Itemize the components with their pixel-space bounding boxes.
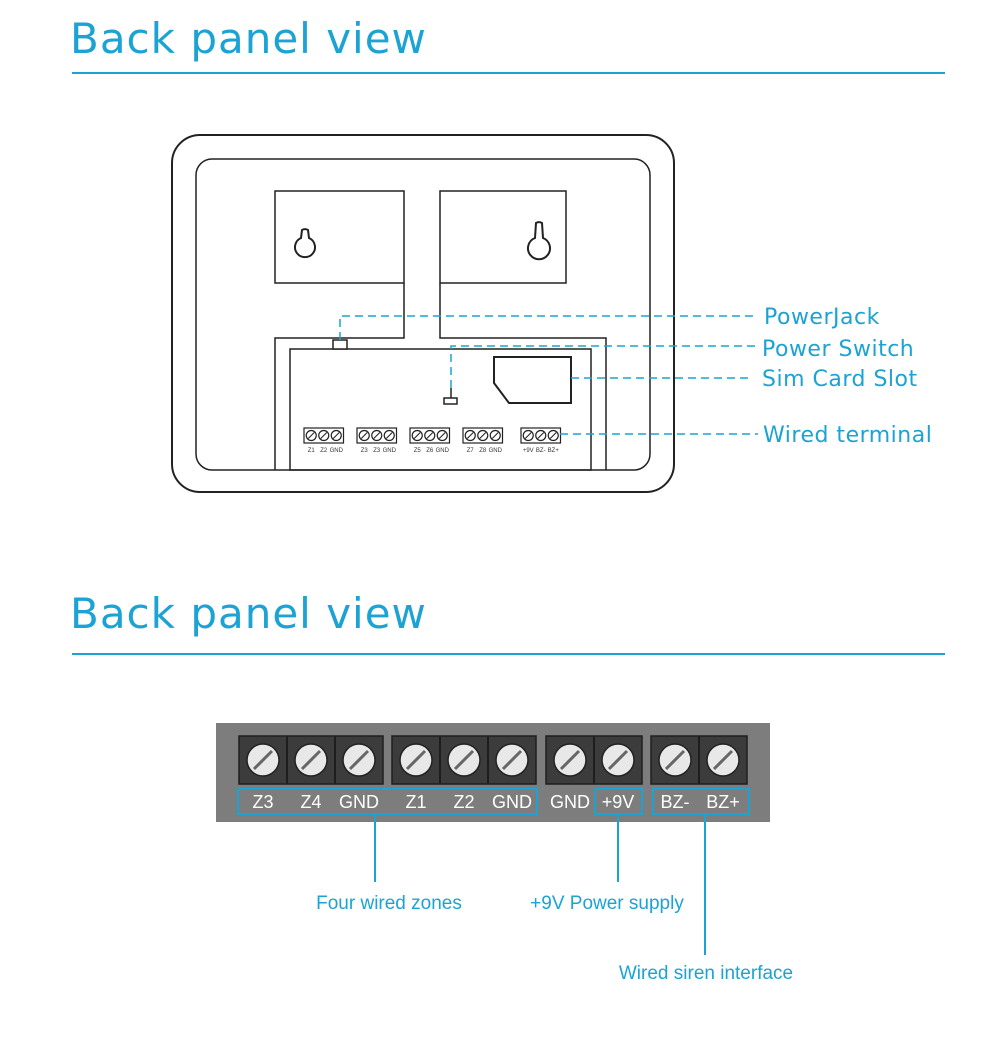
terminal-labels: Z3 Z4 GND Z1 Z2 GND GND +9V BZ- BZ+ [252,792,739,812]
terminal-label: +9V [602,792,635,812]
small-terminal-label: Z1 [308,448,316,454]
small-terminal-label: BZ+ [548,448,560,454]
mount-plate-right [439,190,567,284]
small-terminal-label: BZ- [536,448,546,454]
terminal-label: GND [339,792,379,812]
small-terminal-label: Z8 [479,448,487,454]
small-terminal-label: GND [330,448,344,454]
terminal-label: GND [550,792,590,812]
small-terminal-label: GND [383,448,397,454]
callout-wired-terminal: Wired terminal [763,423,932,448]
keyhole-icon [294,228,316,259]
terminal-screws [238,735,748,785]
circuit-board [289,348,592,471]
sim-card-slot [493,356,572,404]
section-title-1: Back panel view [70,14,427,63]
mount-plate-left [274,190,405,284]
terminal-label: Z2 [453,792,474,812]
power-jack [332,339,348,350]
keyhole-icon [527,221,551,261]
battery-compartment [274,283,607,470]
terminal-label: GND [492,792,532,812]
section-title-2: Back panel view [70,589,427,638]
leader-powerjack [339,315,758,340]
leader-power-switch [450,345,758,388]
small-terminal-label: Z5 [414,448,422,454]
label-four-wired-zones: Four wired zones [316,893,462,914]
terminal-label: BZ+ [706,792,740,812]
device-outer-frame [171,134,675,493]
power-switch [443,388,458,405]
small-terminal-label: Z3 [361,448,369,454]
device-back-panel [171,134,675,493]
terminal-label: Z3 [252,792,273,812]
label-wired-siren-interface: Wired siren interface [619,963,793,984]
terminal-label: BZ- [661,792,690,812]
small-terminal-label: Z6 [426,448,434,454]
callout-leaders [339,315,758,435]
small-terminal-label: GND [436,448,450,454]
terminal-label: Z4 [300,792,321,812]
small-terminal-label: +9V [523,448,534,454]
group-box-zones [237,788,538,815]
callout-powerjack: PowerJack [764,305,880,330]
device-inner-frame [195,158,651,471]
group-box-siren [652,788,750,815]
terminal-groups [237,788,750,955]
small-terminal-label: Z2 [320,448,328,454]
small-terminal-label: Z7 [467,448,475,454]
label-power-supply: +9V Power supply [530,893,684,914]
small-terminal-label: Z3 [373,448,381,454]
small-terminal-label: GND [489,448,503,454]
terminal-label: Z1 [405,792,426,812]
callout-sim-card-slot: Sim Card Slot [762,367,918,392]
callout-power-switch: Power Switch [762,337,914,362]
